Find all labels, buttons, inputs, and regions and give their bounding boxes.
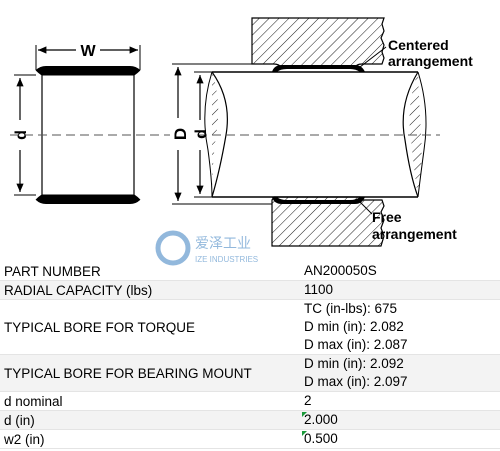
spec-value-line: 2 [304,393,312,408]
table-row: TYPICAL BORE FOR TORQUE TC (in-lbs): 675… [0,299,500,355]
free-label-line2: arrangement [372,226,457,242]
spec-value: 2 [300,391,500,411]
spec-value-line: 2.000 [302,411,496,429]
spec-value-line: 1100 [304,282,334,297]
spec-value-line: 0.500 [302,430,496,448]
spec-label: RADIAL CAPACITY (lbs) [0,280,300,300]
spec-value-line: D min (in): 2.092 [304,356,404,371]
spec-value-line: AN200050S [304,263,377,278]
table-row: RADIAL CAPACITY (lbs) 1100 [0,280,500,300]
housing-diameter-label: D [171,128,190,140]
table-row: PART NUMBER AN200050S [0,262,500,281]
spec-value: 2.000 [300,410,500,430]
bore-diameter-label: d [13,130,30,140]
spec-value: TC (in-lbs): 675 D min (in): 2.082 D max… [300,299,500,355]
shaft-diameter-label: d [193,129,210,139]
spec-value-line: D min (in): 2.082 [304,319,404,334]
spec-value: D min (in): 2.092 D max (in): 2.097 [300,354,500,392]
free-label-line1: Free [372,209,402,225]
table-row: d (in) 2.000 [0,410,500,430]
spec-label: TYPICAL BORE FOR BEARING MOUNT [0,354,300,392]
spec-value-line: D max (in): 2.097 [304,374,408,389]
spec-table: PART NUMBER AN200050S RADIAL CAPACITY (l… [0,262,500,449]
spec-label: d (in) [0,410,300,430]
watermark-cn: 爱泽工业 [195,236,251,252]
arrangement-view: D d Centered arrangement Free arrangemen… [171,17,473,247]
watermark-en: IZE INDUSTRIES [195,255,258,264]
spec-label: d nominal [0,391,300,411]
spec-label: PART NUMBER [0,262,300,281]
spec-label: w2 (in) [0,429,300,449]
centered-label-line1: Centered [388,37,449,53]
spec-label: TYPICAL BORE FOR TORQUE [0,299,300,355]
centered-label-line2: arrangement [388,53,473,69]
bearing-diagram: W d D [10,17,473,247]
spec-value-line: D max (in): 2.087 [304,337,408,352]
spec-value-line: TC (in-lbs): 675 [304,301,398,316]
table-row: TYPICAL BORE FOR BEARING MOUNT D min (in… [0,354,500,392]
table-row: w2 (in) 0.500 [0,429,500,449]
sleeve-left-view: W d [10,43,170,204]
table-row: d nominal 2 [0,391,500,411]
watermark-logo: 爱泽工业 IZE INDUSTRIES [155,228,295,270]
spec-value: AN200050S [300,262,500,281]
width-label: W [80,43,96,60]
spec-value: 1100 [300,280,500,300]
spec-value: 0.500 [300,429,500,449]
